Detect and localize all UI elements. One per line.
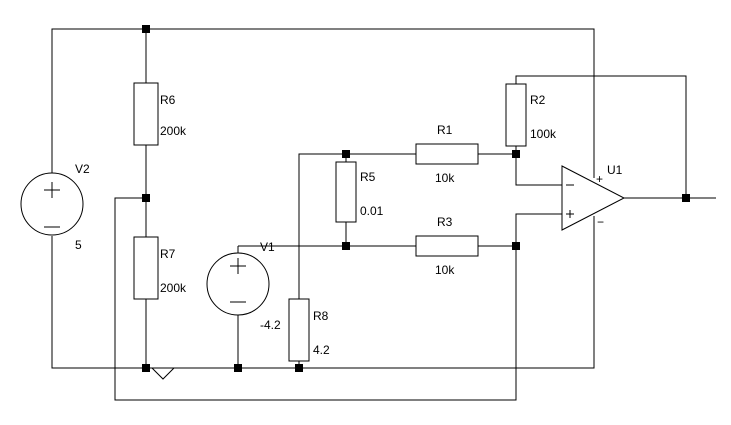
junction-node — [342, 150, 350, 158]
label-r6-name: R6 — [160, 93, 176, 107]
junction-node — [512, 150, 520, 158]
resistor-r3 — [415, 235, 479, 257]
label-v1-name: V1 — [260, 240, 275, 254]
junction-node — [142, 364, 150, 372]
junction-node — [512, 242, 520, 250]
label-r1-value: 10k — [435, 171, 455, 185]
resistor-r6 — [133, 82, 159, 146]
label-r5-value: 0.01 — [360, 204, 384, 218]
label-r7-name: R7 — [160, 247, 176, 261]
label-r2-name: R2 — [530, 93, 546, 107]
wire-inv-input — [515, 154, 562, 186]
wire-r8-top — [298, 153, 346, 299]
source-v1 — [206, 252, 270, 316]
label-r6-value: 200k — [160, 124, 187, 138]
junction-node — [234, 364, 242, 372]
label-r3-value: 10k — [435, 263, 455, 277]
junction-node — [342, 242, 350, 250]
resistor-r5 — [335, 161, 357, 223]
opamp-u1 — [561, 165, 626, 231]
label-u1-plus: + — [596, 172, 603, 186]
wires — [51, 28, 716, 401]
label-r5-name: R5 — [360, 170, 376, 184]
wire-r2-top — [515, 75, 687, 198]
label-u1-minus: − — [597, 215, 604, 229]
label-r1-name: R1 — [437, 123, 453, 137]
label-r7-value: 200k — [160, 281, 187, 295]
label-r8-value: 4.2 — [313, 343, 330, 357]
wire-bottom-rail — [51, 216, 595, 369]
resistor-r2 — [505, 83, 527, 147]
source-v2 — [20, 172, 84, 236]
junction-nodes — [142, 25, 690, 372]
wire-noninv-input — [515, 213, 562, 246]
resistor-r8 — [288, 298, 310, 362]
junction-node — [682, 194, 690, 202]
label-r3-name: R3 — [437, 215, 453, 229]
label-u1-name: U1 — [607, 163, 623, 177]
resistor-r1 — [415, 143, 479, 165]
label-v2-name: V2 — [75, 162, 90, 176]
resistor-r7 — [133, 236, 159, 300]
label-v2-value: 5 — [75, 238, 82, 252]
wire-top-rail — [51, 28, 595, 178]
junction-node — [142, 25, 150, 33]
junction-node — [142, 194, 150, 202]
label-v1-value: -4.2 — [260, 318, 281, 332]
label-r2-value: 100k — [530, 127, 557, 141]
label-r8-name: R8 — [313, 309, 329, 323]
junction-node — [295, 364, 303, 372]
ground-marker — [151, 367, 175, 380]
wire-midpoint-loop — [114, 197, 517, 401]
